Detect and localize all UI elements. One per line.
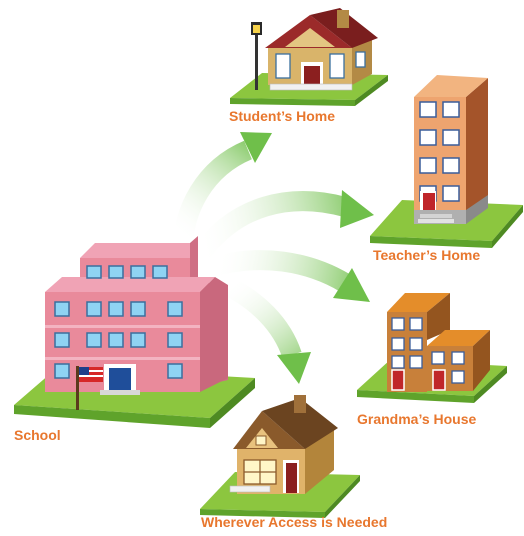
- townhouse-icon: [357, 293, 507, 403]
- school-building-icon: [14, 236, 255, 428]
- suburban-house-icon: [230, 8, 388, 106]
- cottage-icon: [200, 395, 360, 518]
- label-wherever-access: Wherever Access is Needed: [201, 514, 388, 530]
- arrow-to-wherever-access: [217, 273, 311, 384]
- arrow-to-teachers-home: [191, 190, 374, 261]
- us-flag-icon: [76, 366, 103, 410]
- label-teachers-home: Teacher’s Home: [373, 247, 481, 263]
- arrow-to-students-home: [172, 132, 272, 253]
- apartment-tower-icon: [370, 75, 523, 248]
- label-school: School: [14, 427, 61, 443]
- label-grandmas-house: Grandma’s House: [357, 411, 477, 427]
- label-students-home: Student’s Home: [229, 108, 336, 124]
- arrow-to-grandmas-house: [206, 250, 370, 302]
